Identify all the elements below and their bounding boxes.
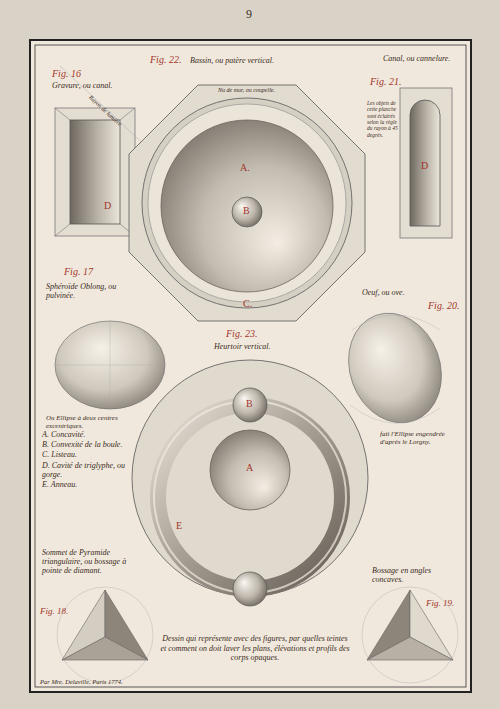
figure-number: Fig. 18. <box>40 606 68 616</box>
light-ray-label: Rayon de lumière <box>87 94 122 128</box>
construction-arcs <box>350 315 440 423</box>
channel-block <box>55 108 135 236</box>
ring-highlight <box>154 401 346 593</box>
part-letter: C. <box>243 298 252 310</box>
plate-caption: Dessin qui représente avec des figures, … <box>160 634 350 663</box>
octagon-plate <box>129 85 365 321</box>
figure-title: Canal, ou cannelure. <box>383 54 450 63</box>
construction-lines <box>55 321 165 409</box>
figure-number: Fig. 17 <box>64 266 93 278</box>
spheroid <box>55 321 165 409</box>
flute-block <box>400 88 452 238</box>
figure-number: Fig. 21. <box>370 76 401 88</box>
note: Les objets de cette planche sont éclairé… <box>367 100 398 138</box>
flute-cavity <box>410 100 440 226</box>
concave-face <box>367 637 453 660</box>
figure-number: Fig. 16 <box>52 68 81 80</box>
bevel-lines <box>55 108 135 236</box>
part-letter: A. <box>240 162 250 174</box>
legend-entry: B. Convexité de la boule. <box>42 440 128 449</box>
page-number: 9 <box>246 8 252 22</box>
part-letter: D <box>104 200 111 212</box>
figure-title: Sphéroïde Oblong, ou pulvinée. <box>46 282 141 300</box>
construction-circle <box>57 587 153 683</box>
figure-number: Fig. 23. <box>226 328 257 340</box>
knocker-ball <box>233 572 267 606</box>
basin-bowl <box>161 120 333 292</box>
figure-number: Fig. 22. <box>150 54 181 66</box>
basin-rim <box>142 98 352 308</box>
legend-entry: D. Cavité de triglyphe, ou gorge. <box>42 461 128 479</box>
knocker-ball <box>233 388 267 422</box>
figure-title: Bassin, ou patère vertical. <box>190 56 274 65</box>
figure-title: Heurtoir vertical. <box>214 342 270 351</box>
figure-number: Fig. 20. <box>428 300 459 312</box>
part-letter: D <box>421 160 428 172</box>
figure-title: Oeuf, ou ove. <box>362 288 405 297</box>
knocker-ring <box>158 405 342 589</box>
legend-entry: C. Listeau. <box>42 450 128 459</box>
knocker-plate <box>132 360 368 596</box>
legend-entry: A. Concavité. <box>42 430 128 439</box>
ovoid <box>334 300 457 436</box>
legend-entry: E. Anneau. <box>42 480 128 489</box>
part-letter: A <box>246 462 253 474</box>
figure-number: Fig. 19. <box>426 598 454 608</box>
figure-title: Sommet de Pyramide triangulaire, ou boss… <box>42 548 134 576</box>
figure-title: Gravure, ou canal. <box>52 81 113 90</box>
note: Ou Ellipse à deux centres excentriques. <box>46 414 126 430</box>
inner-frame <box>35 45 466 687</box>
figure-title: Bossage en angles concaves. <box>372 566 458 584</box>
note: fait l'Ellipse engendrée d'après le Lorg… <box>380 430 458 446</box>
construction-circle <box>362 587 458 683</box>
pyramid-face <box>62 637 148 660</box>
note: Nu de mur, ou coupelle. <box>218 87 275 94</box>
part-letter: B <box>243 205 250 217</box>
basin-listel <box>148 104 346 302</box>
channel-cavity <box>70 120 120 224</box>
signature: Par Mre. Delaville, Paris 1774. <box>40 678 123 685</box>
knocker-concavity <box>210 430 290 510</box>
outer-frame <box>30 40 471 692</box>
part-letter: E <box>176 520 182 532</box>
part-letter: B <box>246 398 253 410</box>
basin-boss <box>232 197 262 227</box>
